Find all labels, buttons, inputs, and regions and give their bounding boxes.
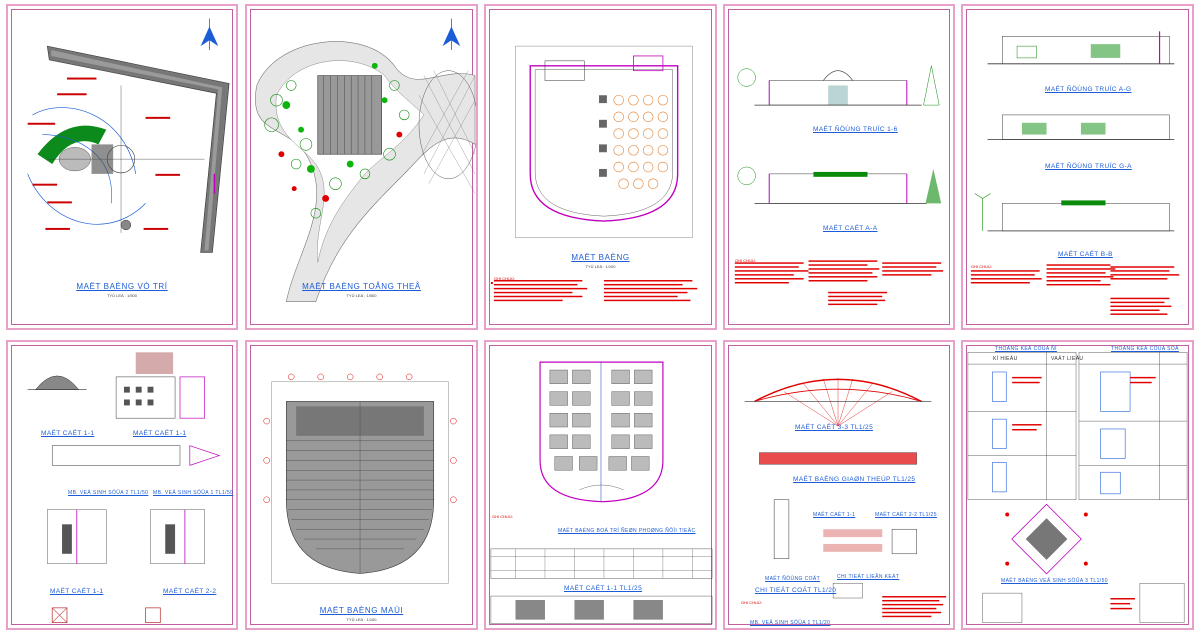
sheet-title: MAËT BAÈNG <box>571 253 630 262</box>
sheet-details-1[interactable]: MAËT CAÉT 1-1 MAËT CAÉT 1-1 MB. VEÄ SINH… <box>6 340 238 630</box>
sheet-title: MAËT BAÈNG TOÅNG THEÅ <box>302 282 421 291</box>
sheet-frame <box>11 345 233 625</box>
sheet-title: MAËT BAÈNG VÒ TRÍ <box>76 282 168 291</box>
truss-details-drawing <box>744 377 947 618</box>
column-header: KÍ HIEÄU <box>993 356 1018 362</box>
sheet-frame <box>250 9 473 325</box>
elevation-g-a-label: MAËT ÑÖÙNG TRUÏC G-A <box>1045 163 1132 170</box>
section-2-2-label: MAËT CAÉT 2-2 <box>163 588 217 595</box>
sheet-title: MAËT BAÈNG BOÁ TRÍ ÑEØN PHOØNG ÑÔÏI TIEÄ… <box>558 528 696 534</box>
master-plan-drawing <box>255 18 476 302</box>
site-location-drawing <box>27 18 230 253</box>
notes-label: GHI CHUÙ: <box>741 600 762 605</box>
connection-detail-label: CHI TIEÁT LIEÂN KEÁT <box>837 574 900 580</box>
north-arrow-icon <box>442 18 461 51</box>
sheet-frame <box>11 9 233 325</box>
column-header: VAÄT LIEÄU <box>1051 356 1084 362</box>
notes-label: GHI CHUÙ: <box>494 276 515 281</box>
section-b-b-label: MAËT CAÉT B-B <box>1058 251 1113 258</box>
sheet-truss-details[interactable]: MAËT CAÉT 3-3 TL1/25 MAËT BAÈNG GIAØN TH… <box>723 340 955 630</box>
sheet-frame <box>489 9 712 325</box>
north-arrow-icon <box>200 18 219 51</box>
section-a-a-label: MAËT CAÉT A-A <box>823 225 878 232</box>
wc-plan-label: MB. VEÄ SINH SÖÛA 1 TL1/50 <box>153 490 234 496</box>
sheet-scale: TYÛ LEÄ : 1/100 <box>346 617 377 622</box>
wc-plan-label: MB. VEÄ SINH SÖÛA 1 TL1/20 <box>750 620 831 626</box>
door-schedule-header: THOÁNG KEÂ CÖÛA ÑI <box>995 346 1057 352</box>
notes-label: GHI CHUÙ: <box>735 258 756 263</box>
section-1-1-label: MAËT CAÉT 1-1 <box>133 430 187 437</box>
elevation-1-6-label: MAËT ÑÖÙNG TRUÏC 1-6 <box>813 126 898 133</box>
furniture-plan-drawing <box>490 361 713 624</box>
section-3-3-label: MAËT CAÉT 3-3 TL1/25 <box>795 424 874 431</box>
elevations-2-drawing <box>970 31 1180 315</box>
details-1-drawing <box>27 352 221 623</box>
door-schedule-drawing <box>967 352 1188 623</box>
window-schedule-header: THOÁNG KEÂ CÖÛA SOÅ <box>1111 346 1179 352</box>
section-2-2-label: MAËT CAÉT 2-2 TL1/25 <box>875 512 937 518</box>
sheet-title: MAËT BAÈNG MAÙI <box>319 606 404 615</box>
sheet-furniture-plan[interactable]: GHI CHUÙ: MAËT BAÈNG BOÁ TRÍ ÑEØN PHOØNG… <box>484 340 717 630</box>
sheet-door-schedule[interactable]: THOÁNG KEÂ CÖÛA ÑI THOÁNG KEÂ CÖÛA SOÅ K… <box>961 340 1194 630</box>
wc-plan-label: MB. VEÄ SINH SÖÛA 2 TL1/50 <box>68 490 149 496</box>
sheet-frame <box>966 345 1189 625</box>
truss-plan-label: MAËT BAÈNG GIAØN THEÙP TL1/25 <box>793 476 916 483</box>
wc-plan-label: MAËT BAÈNG VEÄ SINH SÖÛA 3 TL1/50 <box>1001 578 1108 584</box>
sheet-frame <box>728 9 950 325</box>
elevation-a-g-label: MAËT ÑÖÙNG TRUÏC A-G <box>1045 86 1132 93</box>
sheet-frame <box>728 345 950 625</box>
sheet-scale: TYÛ LEÄ : 1/100 <box>585 264 616 269</box>
elevations-1-drawing <box>734 65 944 306</box>
notes-label: GHI CHUÙ: <box>971 264 992 269</box>
sheet-elevations-2[interactable]: MAËT ÑÖÙNG TRUÏC A-G MAËT ÑÖÙNG TRUÏC G-… <box>961 4 1194 330</box>
sheet-site-location[interactable]: MAËT BAÈNG VÒ TRÍ TYÛ LEÄ : 1/500 <box>6 4 238 330</box>
floor-plan-drawing <box>490 45 698 302</box>
sheet-master-plan[interactable]: MAËT BAÈNG TOÅNG THEÅ TYÛ LEÄ : 1/500 <box>245 4 478 330</box>
sheet-scale: TYÛ LEÄ : 1/500 <box>346 293 377 298</box>
column-detail-label: CHI TIEÁT COÄT TL1/20 <box>755 587 837 594</box>
section-1-1-label: MAËT CAÉT 1-1 <box>813 512 856 518</box>
sheet-roof-plan[interactable]: MAËT BAÈNG MAÙI TYÛ LEÄ : 1/100 <box>245 340 478 630</box>
section-1-1-label: MAËT CAÉT 1-1 TL1/25 <box>564 585 643 592</box>
section-1-1-label: MAËT CAÉT 1-1 <box>50 588 104 595</box>
sheet-frame <box>489 345 712 625</box>
sheet-frame <box>250 345 473 625</box>
roof-plan-drawing <box>263 373 457 584</box>
sheet-scale: TYÛ LEÄ : 1/500 <box>106 293 137 298</box>
column-elevation-label: MAËT ÑÖÙNG COÄT <box>765 576 821 582</box>
notes-label: GHI CHUÙ: <box>492 514 513 519</box>
sheet-elevations-1[interactable]: MAËT ÑÖÙNG TRUÏC 1-6 MAËT CAÉT A-A GHI C… <box>723 4 955 330</box>
section-1-1-label: MAËT CAÉT 1-1 <box>41 430 95 437</box>
sheet-floor-plan[interactable]: MAËT BAÈNG TYÛ LEÄ : 1/100 GHI CHUÙ: <box>484 4 717 330</box>
sheet-frame <box>966 9 1189 325</box>
